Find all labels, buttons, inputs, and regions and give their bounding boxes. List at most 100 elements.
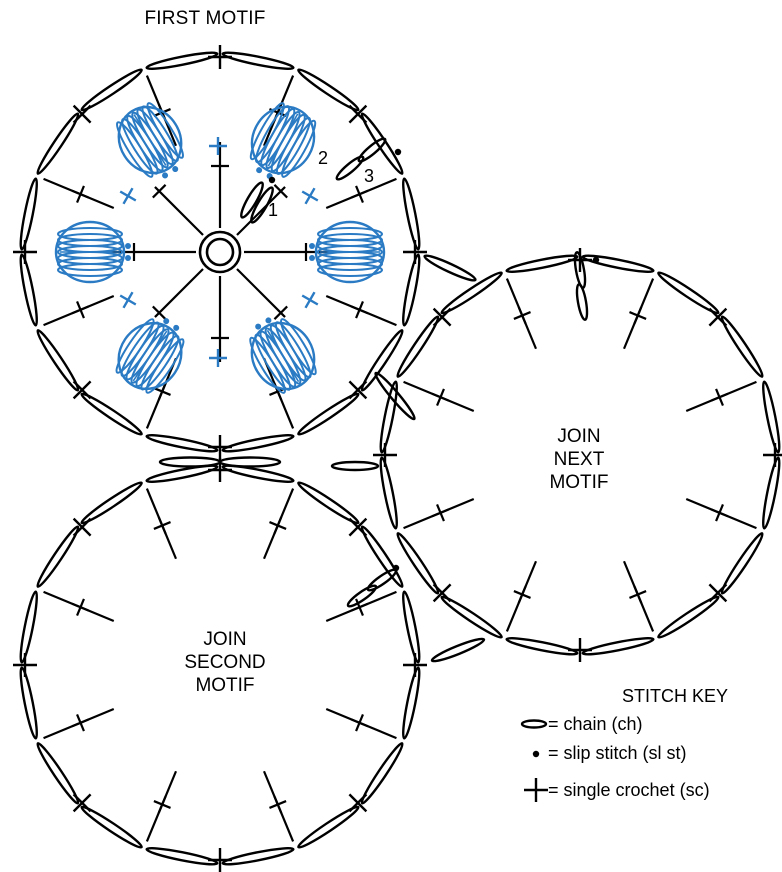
single-crochet-stitch bbox=[568, 248, 592, 272]
puff-core bbox=[267, 113, 299, 167]
chain-stitch bbox=[19, 253, 38, 327]
next-motif-label-line1: JOIN bbox=[557, 426, 601, 447]
chain-stitch bbox=[297, 805, 360, 849]
sc-post bbox=[304, 291, 316, 309]
chain-stitch bbox=[36, 329, 80, 392]
chain-stitch bbox=[379, 380, 398, 454]
stitch-bar-line bbox=[273, 305, 288, 320]
first-motif-title: FIRST MOTIF bbox=[144, 8, 266, 29]
sc-post bbox=[304, 187, 316, 205]
puff-dot bbox=[309, 243, 315, 249]
chain-stitch bbox=[720, 315, 764, 378]
sc-post bbox=[355, 301, 364, 319]
chain-stitch bbox=[360, 742, 404, 805]
puff-outline bbox=[314, 220, 386, 284]
single-crochet-stitch bbox=[13, 653, 37, 677]
sc-post bbox=[153, 521, 171, 530]
puff-loop bbox=[317, 263, 383, 277]
stitch-bar-line bbox=[152, 184, 167, 199]
chain-stitch bbox=[36, 112, 80, 175]
puff-core bbox=[266, 329, 300, 383]
chain-stitch bbox=[657, 595, 720, 639]
puff-dot bbox=[172, 166, 179, 173]
single-crochet-stitch bbox=[710, 504, 729, 522]
chain-stitch bbox=[330, 460, 380, 472]
single-crochet-stitch bbox=[153, 795, 171, 814]
chain-stitch bbox=[374, 371, 416, 421]
sc-post bbox=[269, 800, 287, 809]
single-crochet-stitch bbox=[208, 45, 232, 69]
second-motif-label-line2: SECOND bbox=[184, 652, 266, 673]
single-crochet-stitch bbox=[763, 443, 782, 467]
sc-post bbox=[76, 714, 85, 732]
stitch-key-symbols bbox=[520, 719, 548, 802]
chain-stitch bbox=[80, 481, 143, 525]
stitch-bar bbox=[273, 184, 288, 199]
single-crochet-stitch bbox=[348, 380, 368, 400]
chain-stitch bbox=[440, 271, 503, 315]
puff-core bbox=[132, 330, 168, 382]
single-crochet-stitch bbox=[432, 307, 452, 327]
stitch-key-chain-label: = chain (ch) bbox=[548, 714, 643, 734]
chain-stitch bbox=[158, 456, 222, 468]
puff-stitch bbox=[116, 102, 184, 179]
center-spoke bbox=[154, 186, 204, 236]
sc-post bbox=[76, 301, 85, 319]
sc-post bbox=[348, 380, 368, 400]
single-crochet-stitch bbox=[629, 585, 647, 604]
single-crochet-stitch bbox=[373, 443, 397, 467]
chain-stitch bbox=[423, 254, 477, 282]
puff-loop bbox=[249, 336, 286, 394]
chain-stitch bbox=[346, 584, 378, 608]
stitch-bar bbox=[152, 305, 167, 320]
chain-stitch bbox=[402, 590, 421, 664]
single-crochet-stitch bbox=[431, 504, 450, 522]
sc-post bbox=[513, 311, 531, 320]
chain-stitch bbox=[80, 68, 143, 112]
next-motif-label: JOIN NEXT MOTIF bbox=[514, 425, 644, 494]
chain-stitch bbox=[575, 283, 589, 321]
chain-stitch bbox=[402, 253, 421, 327]
single-crochet-stitch bbox=[513, 585, 531, 604]
single-crochet-stitch bbox=[209, 349, 227, 367]
round-number-3: 3 bbox=[364, 166, 375, 186]
stitch-bar-line bbox=[152, 305, 167, 320]
sc-post bbox=[629, 311, 647, 320]
single-crochet-stitch bbox=[269, 516, 287, 535]
single-crochet-stitch bbox=[350, 598, 369, 616]
slip-stitch bbox=[268, 176, 276, 184]
slip-stitch bbox=[392, 564, 400, 572]
center-spoke bbox=[154, 268, 204, 318]
sc-post bbox=[355, 185, 364, 203]
puff-stitch bbox=[115, 318, 185, 394]
puff-dot bbox=[256, 167, 263, 174]
chain-stitch bbox=[297, 481, 360, 525]
chain-stitch bbox=[80, 392, 143, 436]
chain-stitch bbox=[221, 434, 295, 453]
chain-stitch bbox=[36, 742, 80, 805]
second-motif-label: JOIN SECOND MOTIF bbox=[160, 628, 290, 697]
sc-post bbox=[348, 104, 368, 124]
sc-post bbox=[708, 307, 728, 327]
sc-post bbox=[72, 380, 92, 400]
chain-stitch bbox=[360, 525, 404, 588]
chain-stitch bbox=[335, 155, 365, 181]
chain-stitch bbox=[19, 666, 38, 740]
puff-loop bbox=[115, 318, 155, 374]
chain-stitch bbox=[145, 434, 219, 453]
single-crochet-stitch bbox=[208, 435, 232, 459]
second-motif bbox=[13, 458, 427, 872]
sc-post bbox=[436, 504, 445, 522]
single-crochet-stitch bbox=[301, 291, 319, 309]
puff-stitch bbox=[54, 220, 131, 284]
sc-post bbox=[72, 793, 92, 813]
chain-stitch bbox=[581, 254, 655, 273]
chain-stitch bbox=[402, 666, 421, 740]
puff-stitch bbox=[309, 220, 386, 284]
chain-stitch bbox=[505, 637, 579, 656]
chain-stitch bbox=[581, 637, 655, 656]
puff-dot bbox=[163, 318, 170, 325]
single-crochet-stitch bbox=[71, 301, 90, 319]
single-crochet-stitch bbox=[348, 517, 368, 537]
